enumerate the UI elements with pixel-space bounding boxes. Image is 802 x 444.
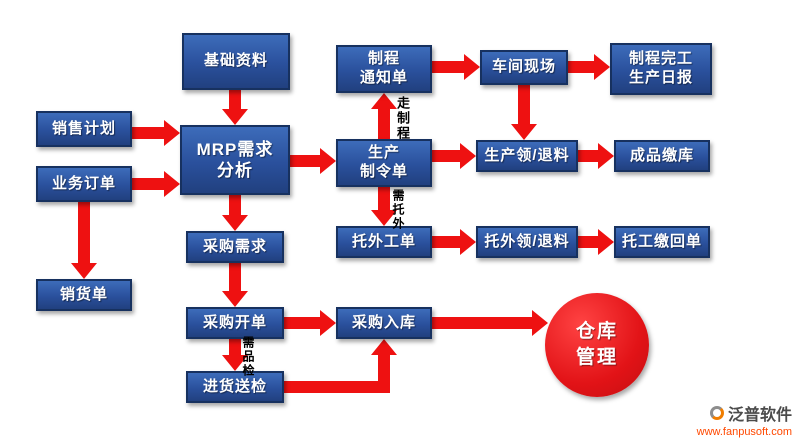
node-warehouse-management: 仓库 管理 [545, 293, 649, 397]
arrow-processnotice-to-workshop [432, 54, 480, 80]
node-business-order: 业务订单 [36, 166, 132, 202]
arrow-basic-to-mrp [222, 90, 248, 125]
label-need-inspection: 需品检 [241, 336, 255, 378]
arrow-productionorder-to-processnotice [371, 93, 397, 139]
arrow-purchaseinbound-to-warehouse [432, 310, 548, 336]
fanpu-logo-icon [709, 406, 724, 420]
arrow-salesplan-to-mrp [132, 120, 180, 146]
node-incoming-inspection: 进货送检 [186, 371, 284, 403]
watermark-url: www.fanpusoft.com [696, 426, 792, 438]
arrow-outsourceorder-to-outsourcematerial [432, 229, 476, 255]
node-process-daily-report: 制程完工 生产日报 [610, 43, 712, 95]
arrow-mrp-to-productionorder [290, 148, 336, 174]
node-production-material: 生产领/退料 [476, 140, 578, 172]
node-finished-goods-in: 成品缴库 [614, 140, 710, 172]
arrow-purchasebilling-to-inspection [222, 339, 248, 371]
arrow-prodmaterial-to-finishedgoods [578, 143, 614, 169]
node-sales-plan: 销售计划 [36, 111, 132, 147]
node-outsource-material: 托外领/退料 [476, 226, 578, 258]
node-purchase-billing: 采购开单 [186, 307, 284, 339]
node-basic-data: 基础资料 [182, 33, 290, 90]
arrow-workshop-to-dailyreport [568, 54, 610, 80]
arrow-workshop-to-prodmaterial [511, 85, 537, 140]
label-need-outsourcing: 需托外 [391, 189, 405, 231]
node-sales-delivery: 销货单 [36, 279, 132, 311]
watermark: 泛普软件 www.fanpusoft.com [697, 401, 792, 438]
node-purchase-demand: 采购需求 [186, 231, 284, 263]
arrow-purchasebilling-to-purchaseinbound [284, 310, 336, 336]
node-process-notice: 制程 通知单 [336, 45, 432, 93]
arrow-purchasedemand-to-purchasebilling [222, 263, 248, 307]
arrow-order-to-salesdelivery [71, 202, 97, 279]
node-mrp-analysis: MRP需求 分析 [180, 125, 290, 195]
node-outsource-order: 托外工单 [336, 226, 432, 258]
label-go-process: 走制程 [395, 96, 410, 141]
arrow-outsourcematerial-to-outsourcereturn [578, 229, 614, 255]
watermark-brand: 泛普软件 [727, 407, 792, 424]
node-workshop-site: 车间现场 [480, 50, 568, 85]
arrow-productionorder-to-outsourceorder [371, 187, 397, 226]
arrow-order-to-mrp [132, 171, 180, 197]
node-purchase-inbound: 采购入库 [336, 307, 432, 339]
node-outsource-return: 托工缴回单 [614, 226, 710, 258]
arrow-mrp-to-purchasedemand [222, 195, 248, 231]
arrow-inspection-to-purchaseinbound [284, 339, 397, 393]
arrow-productionorder-to-prodmaterial [432, 143, 476, 169]
node-production-order: 生产 制令单 [336, 139, 432, 187]
